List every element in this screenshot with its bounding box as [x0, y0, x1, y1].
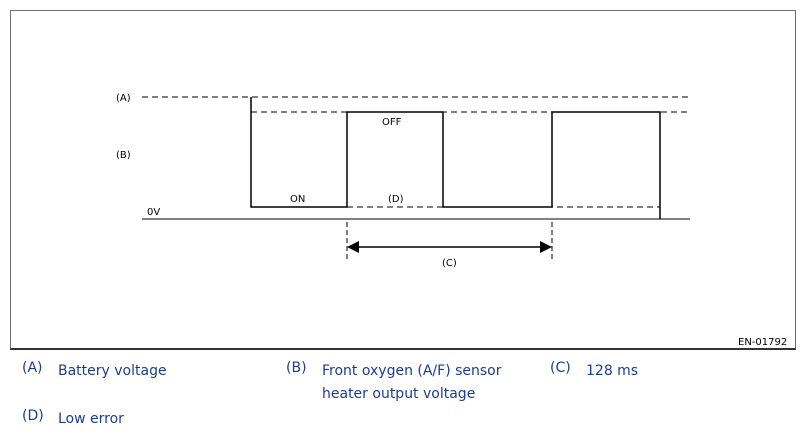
heater-output-waveform [250, 97, 661, 219]
legend-text-line-2: heater output voltage [322, 386, 476, 402]
period-arrow-right-head [540, 241, 552, 253]
label-b: (B) [116, 150, 131, 161]
label-a: (A) [116, 93, 131, 104]
period-arrow-left-head [347, 241, 359, 253]
figure-frame [10, 10, 796, 350]
label-zero-volt: 0V [147, 207, 160, 218]
figure-id: EN-01792 [738, 337, 787, 348]
legend-text: Low error [58, 411, 124, 427]
legend-key: (C) [550, 360, 571, 376]
legend-key: (A) [22, 360, 43, 376]
label-on: ON [290, 194, 305, 205]
label-c: (C) [442, 258, 457, 269]
legend-text: 128 ms [586, 363, 639, 379]
label-off: OFF [382, 117, 402, 128]
legend-text-line-1: Front oxygen (A/F) sensor [322, 363, 502, 379]
legend-key: (B) [286, 360, 307, 376]
legend-key: (D) [22, 408, 44, 424]
label-d: (D) [388, 194, 404, 205]
legend-text: Battery voltage [58, 363, 167, 379]
